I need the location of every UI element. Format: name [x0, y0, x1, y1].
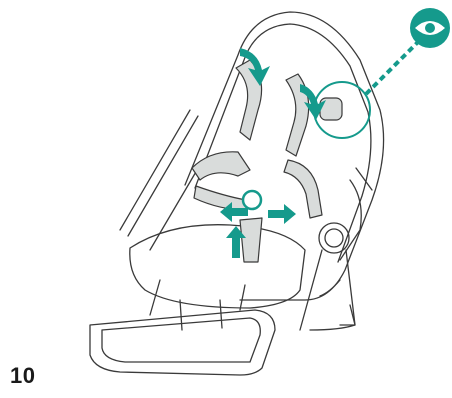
hub-outer [319, 223, 349, 253]
seat-back-inner [195, 24, 371, 262]
step-number: 10 [10, 363, 35, 389]
shoulder-pad [320, 98, 342, 120]
harness-buckle [243, 191, 261, 209]
crotch-strap [240, 218, 262, 262]
hub-inner [325, 229, 343, 247]
callout-line [366, 40, 420, 94]
frame-left [120, 110, 200, 250]
lap-strap [194, 186, 246, 210]
leg-frame [300, 250, 355, 330]
waist-strap-left [192, 152, 250, 180]
arrow-icon [268, 204, 296, 224]
eye-icon [410, 8, 450, 48]
footrest [90, 310, 275, 375]
